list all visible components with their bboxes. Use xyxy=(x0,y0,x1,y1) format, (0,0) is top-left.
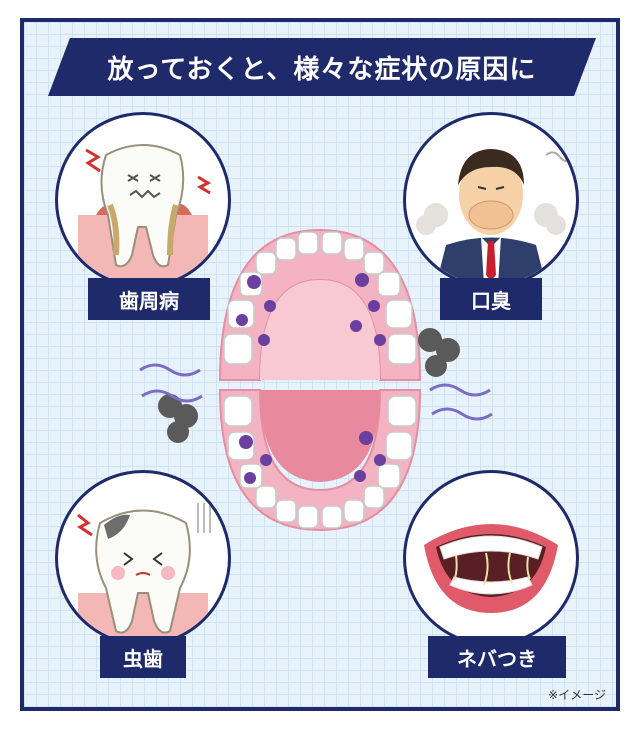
bacteria-mouth-icon xyxy=(139,228,493,532)
title-text: 放っておくと、様々な症状の原因に xyxy=(107,54,537,85)
image-note: ※イメージ xyxy=(548,688,606,702)
cavity-illustration xyxy=(55,470,231,646)
gum-disease-tooth-icon xyxy=(78,144,212,285)
symptom-label-sticky: ネバつき xyxy=(428,636,566,678)
symptom-label-periodontal: 歯周病 xyxy=(88,278,210,320)
sticky-saliva-mouth-icon xyxy=(424,524,558,613)
sticky-mouth-illustration xyxy=(403,470,579,646)
bad-breath-man-icon xyxy=(416,149,575,285)
title-banner: 放っておくと、様々な症状の原因に xyxy=(48,38,596,96)
symptom-label-cavity: 虫歯 xyxy=(100,636,186,678)
central-mouth-illustration xyxy=(130,210,510,550)
bad-breath-illustration xyxy=(403,112,579,288)
symptom-label-bad-breath: 口臭 xyxy=(440,278,542,320)
